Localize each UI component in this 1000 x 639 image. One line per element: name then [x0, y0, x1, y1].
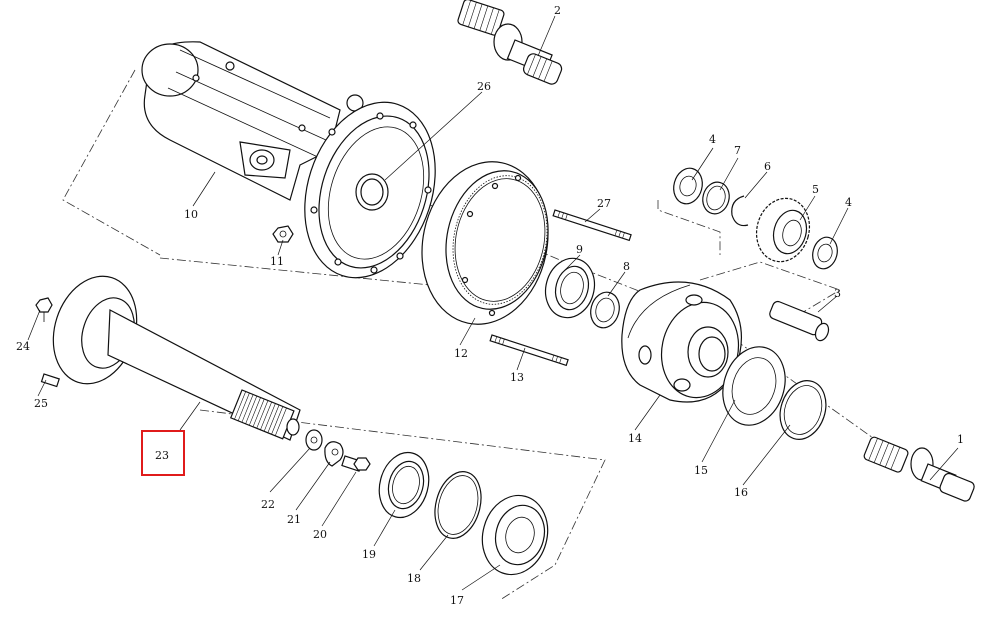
part-17-bearing	[481, 494, 549, 576]
part-1-sun-shaft	[863, 436, 975, 502]
callout-3: 3	[834, 287, 841, 300]
callout-22: 22	[261, 498, 275, 511]
callout-5: 5	[812, 183, 819, 196]
leader-lines	[27, 15, 959, 591]
callout-14: 14	[628, 432, 642, 445]
callout-19: 19	[362, 548, 376, 561]
part-4-bearing-right	[812, 236, 838, 270]
part-19-oil-seal	[378, 451, 430, 519]
part-7-ring	[702, 181, 730, 215]
part-20-bolt	[341, 455, 371, 472]
callout-8: 8	[623, 260, 630, 273]
callout-6: 6	[764, 160, 771, 173]
part-13-stud	[489, 334, 569, 367]
callout-9: 9	[576, 243, 583, 256]
part-14-planet-carrier	[621, 281, 743, 403]
part-25-bolt	[40, 373, 60, 388]
part-6-snap-ring	[731, 195, 749, 227]
callout-11: 11	[270, 255, 284, 268]
part-21-lock-plate	[324, 441, 344, 467]
part-16-snap-ring	[779, 380, 827, 440]
part-3-planet-pin	[769, 300, 830, 342]
part-23-axle-shaft	[52, 275, 301, 441]
part-22-washer	[305, 429, 323, 451]
callout-4-right: 4	[845, 196, 852, 209]
callout-7: 7	[734, 144, 741, 157]
callout-labels: 2 26 4 7 6 5 4 27 9 8 10 11 3 12 13 14 1…	[16, 4, 964, 607]
part-4-bearing-left	[673, 167, 703, 205]
callout-16: 16	[734, 486, 748, 499]
callout-24: 24	[16, 340, 30, 353]
assembly-axis-lines	[62, 69, 891, 601]
highlight-box-part-23	[141, 430, 185, 476]
part-24-bolt	[35, 297, 53, 322]
callout-1: 1	[957, 433, 964, 446]
part-5-planet-gear	[755, 197, 811, 263]
callout-4-left: 4	[709, 133, 716, 146]
callout-18: 18	[407, 572, 421, 585]
callout-25: 25	[34, 397, 48, 410]
callout-17: 17	[450, 594, 464, 607]
callout-13: 13	[510, 371, 524, 384]
part-2-input-shaft	[457, 0, 563, 85]
callout-10: 10	[184, 208, 198, 221]
part-9-bearing	[544, 257, 596, 319]
part-8-ring	[590, 291, 620, 329]
part-18-o-ring	[434, 471, 482, 539]
callout-2: 2	[554, 4, 561, 17]
part-27-stud	[552, 209, 632, 242]
part-11-nut	[272, 225, 294, 243]
callout-20: 20	[313, 528, 327, 541]
callout-26: 26	[477, 80, 491, 93]
callout-21: 21	[287, 513, 301, 526]
callout-27: 27	[597, 197, 611, 210]
callout-15: 15	[694, 464, 708, 477]
part-12-ring-gear	[421, 161, 549, 325]
callout-12: 12	[454, 347, 468, 360]
part-10-axle-housing	[141, 41, 436, 279]
callout-23: 23	[155, 449, 169, 462]
part-15-thrust-washer	[722, 346, 786, 426]
